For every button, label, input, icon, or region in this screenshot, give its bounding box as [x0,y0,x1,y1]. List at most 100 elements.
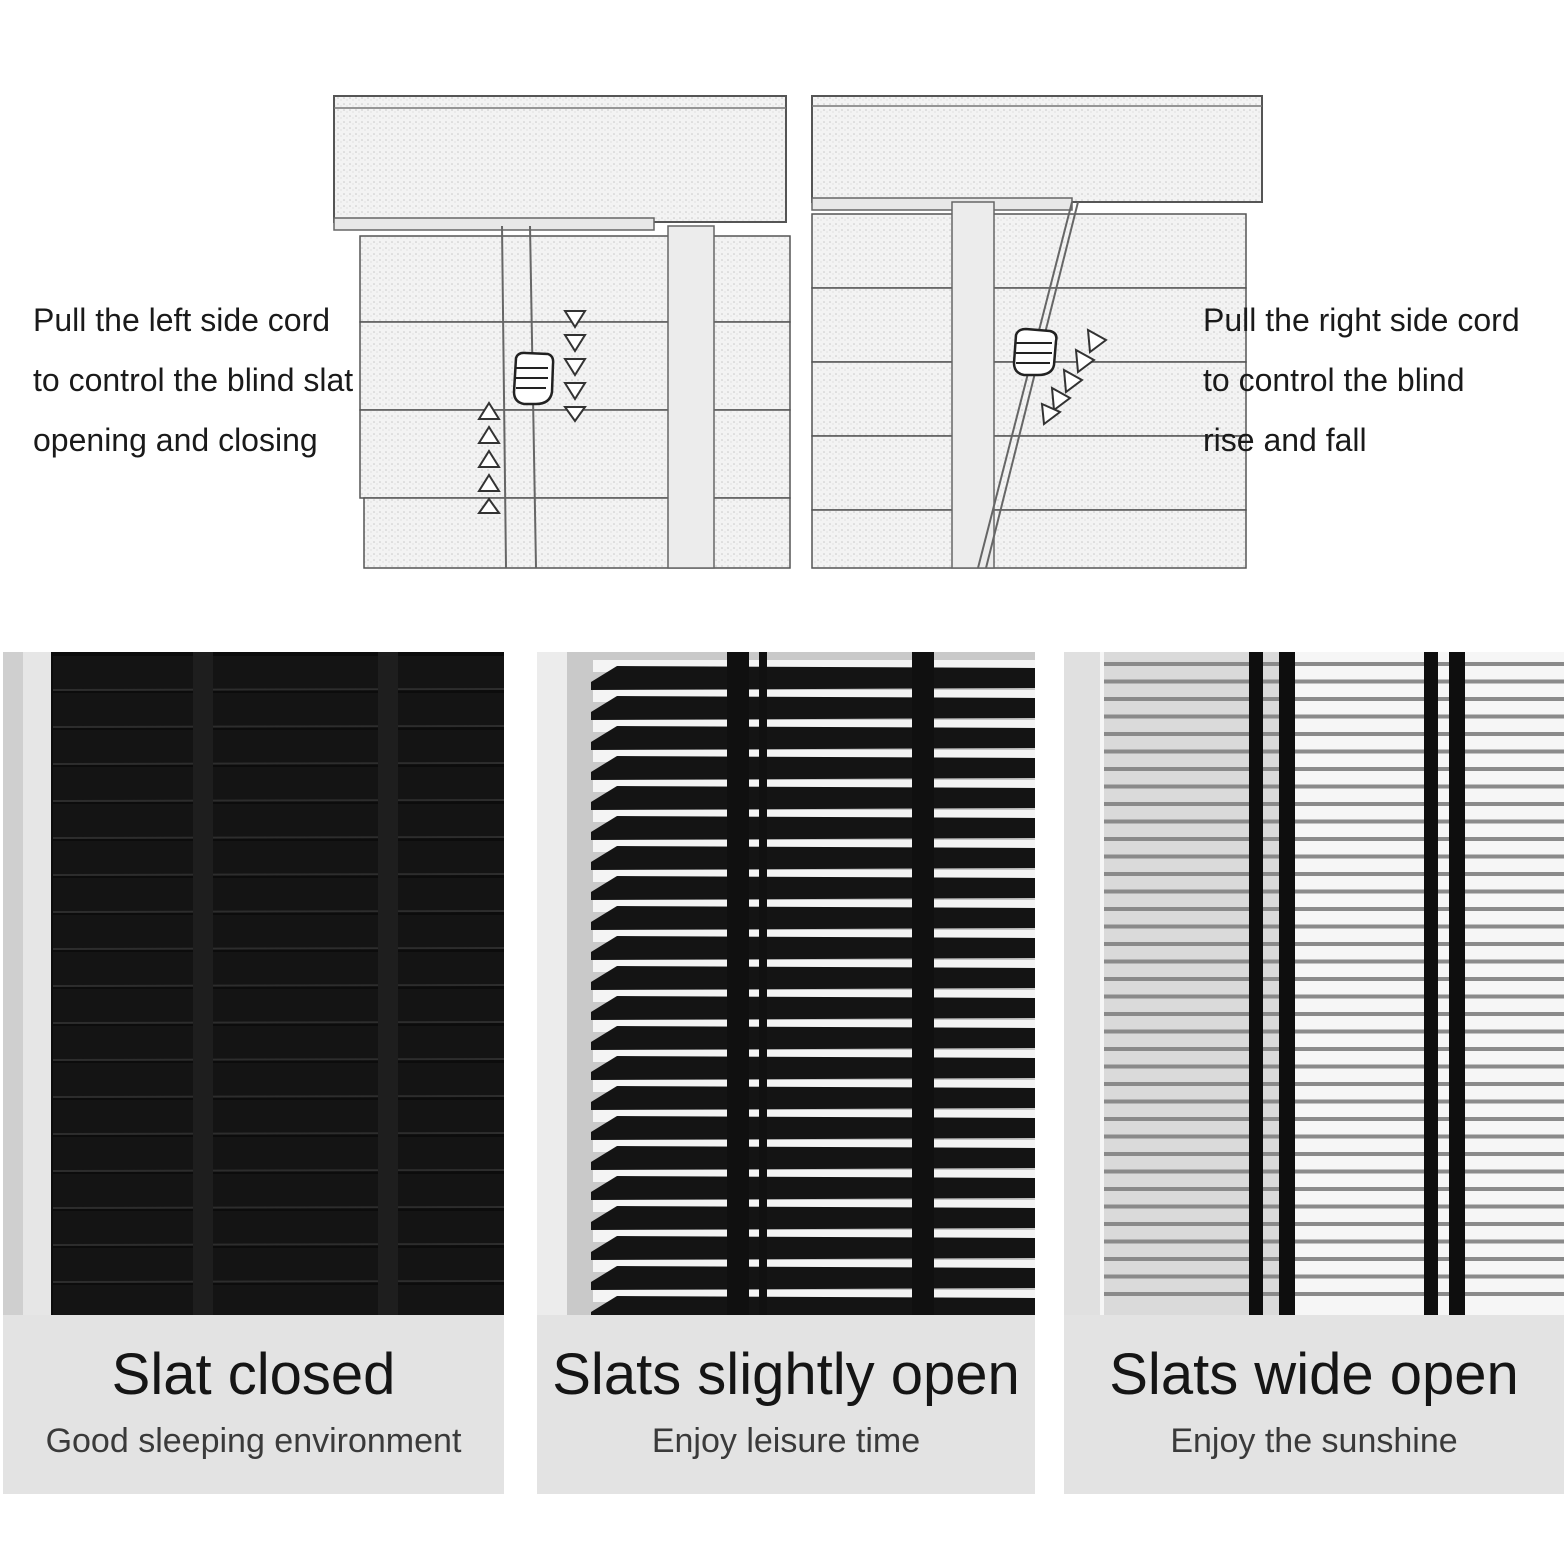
slat [1104,1012,1564,1016]
slat [1104,1222,1564,1226]
slat [1104,1274,1564,1279]
slat [1104,802,1564,806]
slat [1104,872,1564,876]
slat [591,996,1035,1020]
slat [591,1116,1035,1140]
slat-edge [52,1021,504,1024]
slat-edge [52,1243,504,1246]
panel-slat-closed: Slat closed Good sleeping environment [3,652,504,1494]
panel-title: Slats wide open [1109,1342,1519,1407]
slat [53,804,504,838]
slat [1104,1099,1564,1104]
slat [1104,1029,1564,1034]
slat [53,1137,504,1171]
slat [591,756,1035,780]
slat-edge [52,836,504,839]
slat [591,906,1035,930]
slat [591,1206,1035,1230]
fist-hand-icon [508,348,558,413]
slat [591,726,1035,750]
slat-edge [52,799,504,802]
slat [591,816,1035,840]
slat [1104,679,1564,684]
slat [591,936,1035,960]
slat [1104,924,1564,929]
ladder-tape [1424,652,1438,1315]
slat [53,915,504,949]
arrow-down-icon [562,308,588,429]
slat [591,1296,1035,1315]
slat [591,696,1035,720]
slat-edge [52,688,504,691]
panel-subtitle: Enjoy the sunshine [1170,1422,1458,1460]
slat-edge [52,1058,504,1061]
slat [591,666,1035,690]
slat [591,786,1035,810]
slat [1104,784,1564,789]
slat [53,1248,504,1282]
slat [591,1266,1035,1290]
slat [53,656,504,690]
slat [1104,994,1564,999]
slat [591,846,1035,870]
panel-slats-wide-open: Slats wide open Enjoy the sunshine [1064,652,1564,1494]
ladder-tape [193,652,213,1315]
slat [53,767,504,801]
slat [1104,907,1564,911]
ladder-tape [759,652,767,1315]
slat [1104,1134,1564,1139]
slat [53,1100,504,1134]
arrow-diagonal-icon [1036,326,1110,431]
blind-sketch-right-drawing [811,95,1263,569]
slat [53,989,504,1023]
arrow-up-icon [476,400,502,521]
blind-sketch-right [810,90,1266,575]
slat [53,730,504,764]
slat [1104,1047,1564,1051]
window-frame [1064,652,1100,1315]
photo-slats-wide-open [1064,652,1564,1315]
slat-edge [52,1169,504,1172]
slat [1104,1239,1564,1244]
slat [1104,767,1564,771]
panel-subtitle: Good sleeping environment [45,1422,462,1460]
slat [53,952,504,986]
slat [1104,1187,1564,1191]
slat [53,1026,504,1060]
panel-slats-slightly-open: Slats slightly open Enjoy leisure time [537,652,1035,1494]
slat-edge [52,947,504,950]
ladder-tape [1449,652,1465,1315]
slat [1104,662,1564,666]
slat-edge [52,910,504,913]
slat [53,1174,504,1208]
slat [1104,732,1564,736]
slat-edge [52,984,504,987]
slat [53,1211,504,1245]
slat-edge [52,1095,504,1098]
slat [53,1063,504,1097]
caption-slats-slightly-open: Slats slightly open Enjoy leisure time [537,1315,1035,1494]
photo-slats-slightly-open [537,652,1035,1315]
slat [1104,819,1564,824]
slat [591,1086,1035,1110]
slat [1104,1152,1564,1156]
fist-hand-icon [1010,325,1062,384]
slat [53,841,504,875]
slat-edge [52,1206,504,1209]
instruction-left-text: Pull the left side cord to control the b… [33,302,354,458]
slat [1104,889,1564,894]
slat [591,1236,1035,1260]
slat [1104,1064,1564,1069]
slat [53,693,504,727]
slat [1104,1169,1564,1174]
slat [591,966,1035,990]
slat [1104,749,1564,754]
slat [1104,697,1564,701]
slat-edge [52,873,504,876]
panel-title: Slats slightly open [552,1342,1020,1407]
slat-edge [52,1280,504,1283]
slat [1104,1257,1564,1261]
slat-edge [52,762,504,765]
slat [1104,977,1564,981]
slat [591,876,1035,900]
